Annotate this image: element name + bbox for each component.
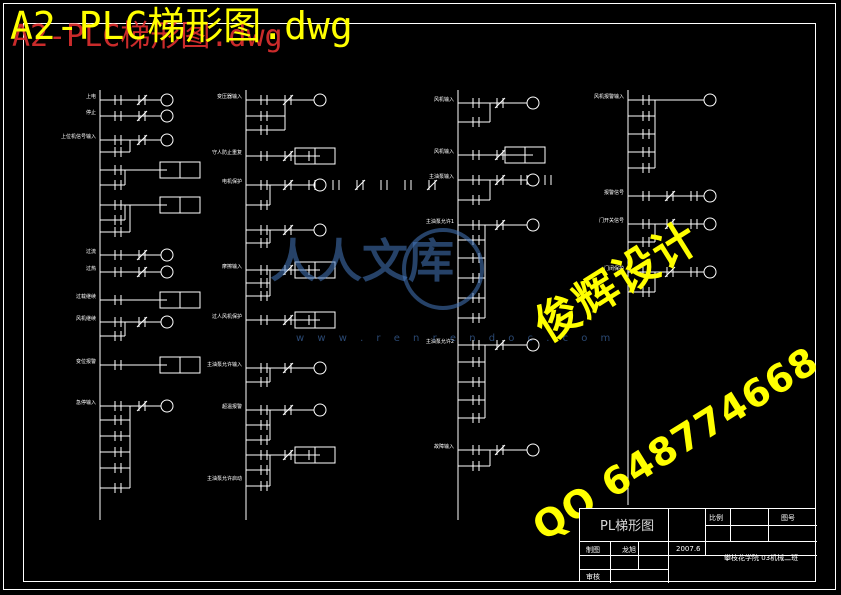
rung-label: 风机输入 (434, 96, 454, 103)
watermark-logo: 人人文库 (270, 234, 454, 288)
rung-label: 上电 (86, 93, 96, 100)
contact-mark (136, 266, 148, 278)
coil-mark (160, 133, 174, 147)
rung-label: 主油泵允许1 (426, 218, 454, 225)
rung-label: 过人风机保护 (212, 313, 242, 320)
drawing-title-shadow: A2-PLC梯形图.dwg (12, 19, 283, 54)
rung-label: 主油泵允许启动 (207, 475, 242, 482)
rung-label: 风机继续 (76, 315, 96, 322)
coil-mark (526, 96, 540, 110)
coil-mark (526, 338, 540, 352)
coil-mark (526, 443, 540, 457)
rung-label: 急停输入 (76, 399, 96, 406)
rung-label: 上位机信号输入 (61, 133, 96, 140)
title-block-reviewer-label: 审核 (586, 573, 600, 581)
contact-mark (282, 449, 294, 461)
contact-mark (136, 94, 148, 106)
contact-mark (664, 266, 676, 278)
title-block-designer-label: 制图 (586, 546, 600, 554)
title-block-date: 2007.6 (676, 545, 701, 553)
rung-label: 超温报警 (222, 403, 242, 410)
coil-mark (160, 315, 174, 329)
rung-label: 主油泵输入 (429, 173, 454, 180)
contact-mark (282, 264, 294, 276)
rung-label: 变位报警 (76, 358, 96, 365)
contact-mark (494, 149, 506, 161)
drawing-border-outer (3, 3, 836, 590)
coil-mark (160, 248, 174, 262)
coil-mark (313, 403, 327, 417)
contact-mark (282, 404, 294, 416)
contact-mark (282, 150, 294, 162)
coil-mark (313, 361, 327, 375)
contact-mark (282, 362, 294, 374)
contact-mark (494, 444, 506, 456)
contact-mark (494, 219, 506, 231)
contact-mark (136, 400, 148, 412)
rung-label: 门开关信号 (599, 217, 624, 224)
title-block-school: 攀枝花学院 03机械二班 (724, 554, 799, 562)
title-block-figure-no-label: 图号 (781, 514, 795, 522)
coil-mark (703, 265, 717, 279)
rung-label: 摩擦输入 (222, 263, 242, 270)
rung-label: 守人防止重复 (212, 149, 242, 156)
rung-label: 风机输入 (434, 148, 454, 155)
contact-mark (494, 339, 506, 351)
coil-mark (160, 265, 174, 279)
rung-label: 过热 (86, 265, 96, 272)
coil-mark (526, 218, 540, 232)
contact-mark (354, 179, 366, 191)
contact-mark (426, 179, 438, 191)
coil-mark (526, 173, 540, 187)
title-block-drawing-name: PL梯形图 (600, 519, 655, 534)
rung-label: 故障输入 (434, 443, 454, 450)
rung-label: 停止 (86, 109, 96, 116)
coil-mark (703, 217, 717, 231)
coil-mark (160, 93, 174, 107)
drawing-border-inner (23, 23, 816, 582)
contact-mark (136, 249, 148, 261)
coil-mark (160, 399, 174, 413)
coil-mark (313, 223, 327, 237)
rung-label: 电机保护 (222, 178, 242, 185)
contact-mark (664, 190, 676, 202)
contact-mark (136, 134, 148, 146)
rung-label: 门闭保护 (604, 265, 624, 272)
coil-mark (703, 189, 717, 203)
rung-label: 变压器输入 (217, 93, 242, 100)
contact-mark (664, 218, 676, 230)
coil-mark (160, 109, 174, 123)
title-block-scale-label: 比例 (709, 514, 723, 522)
contact-mark (282, 179, 294, 191)
drawing-title: A2-PLC梯形图.dwg (10, 4, 353, 48)
contact-mark (136, 316, 148, 328)
rung-label: 过载继续 (76, 293, 96, 300)
contact-mark (282, 314, 294, 326)
watermark-logo-ring (402, 228, 484, 310)
rung-label: 主油泵允许2 (426, 338, 454, 345)
title-block: PL梯形图 比例 图号 制图 龙旭 2007.6 审核 攀枝花学院 03机械二班 (579, 508, 817, 583)
contact-mark (494, 174, 506, 186)
coil-mark (703, 93, 717, 107)
coil-mark (313, 178, 327, 192)
watermark-logo-url: w w w . r e n r e n d o c . c o m (296, 333, 616, 344)
rung-label: 主油泵允许输入 (207, 361, 242, 368)
rung-label: 风机报警输入 (594, 93, 624, 100)
contact-mark (282, 224, 294, 236)
rung-label: 过流 (86, 248, 96, 255)
coil-mark (313, 93, 327, 107)
rung-label: 报警信号 (604, 189, 624, 196)
contact-mark (136, 110, 148, 122)
title-block-designer-name: 龙旭 (622, 546, 636, 554)
contact-mark (494, 97, 506, 109)
